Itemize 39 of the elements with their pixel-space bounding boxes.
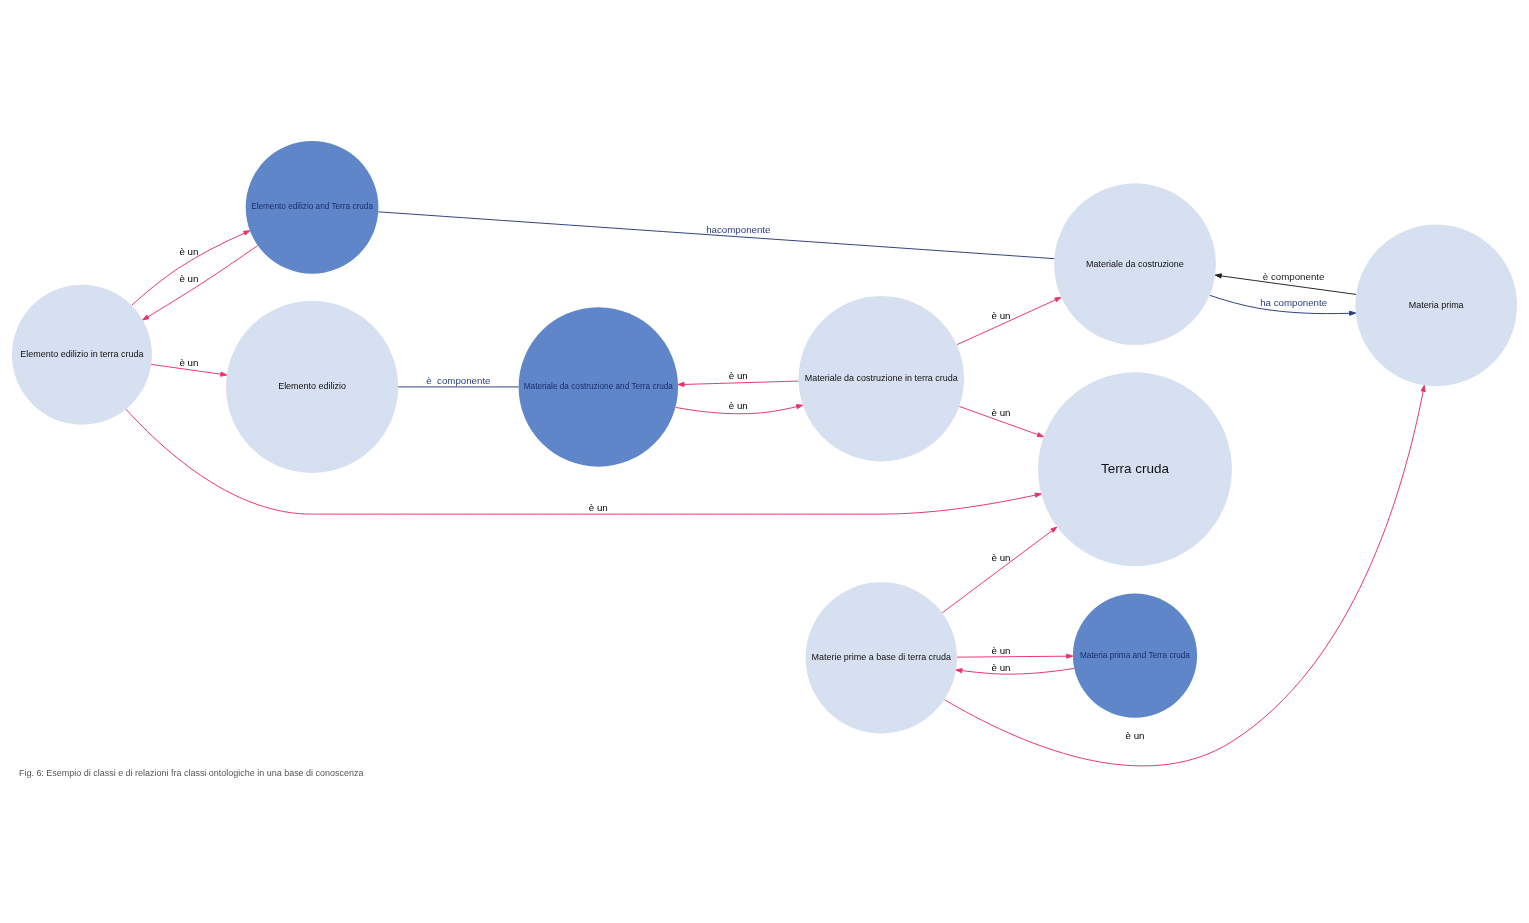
node-circle: Materiale da costruzione and Terra cruda	[518, 307, 679, 467]
edge-label: è un	[991, 551, 1011, 563]
edge-label: è un	[991, 310, 1011, 322]
edge-label: è un	[179, 246, 199, 258]
edge-label: è un	[728, 399, 748, 411]
arrow	[941, 526, 1058, 614]
edge-label: è un	[179, 273, 199, 285]
edge-label: ha componente	[1260, 296, 1328, 308]
arrow	[956, 296, 1062, 346]
edge-label: è componente	[426, 375, 491, 387]
edge-label: è un	[991, 644, 1011, 656]
edge-label: è componente	[1262, 271, 1325, 283]
edge-label: è un	[728, 369, 748, 381]
node-circle: Materiale da costruzione in terra cruda	[798, 295, 964, 462]
node-circle: Elemento edilizio	[226, 300, 399, 473]
edge-label: è un	[991, 661, 1011, 673]
arrow	[1214, 273, 1357, 295]
caption: Fig. 6: Esempio di classi e di relazioni fra classi ontologiche in una base di conoscenza	[18, 768, 364, 779]
arrow	[150, 363, 228, 377]
node-circle: Materie prime a base di terra cruda	[805, 582, 957, 734]
connector	[397, 386, 520, 388]
node-circle: Materia prima	[1355, 224, 1518, 387]
arrow	[955, 667, 1075, 675]
arrow	[958, 405, 1044, 438]
arrow	[675, 404, 804, 415]
arrow	[125, 408, 1042, 515]
edge-label: è un	[991, 406, 1011, 418]
edge-label: è un	[588, 502, 608, 514]
arrow	[956, 653, 1074, 659]
arrow	[944, 384, 1426, 767]
node-circle: Materia prima and Terra cruda	[1072, 593, 1198, 718]
edge-label: hacomponente	[706, 224, 771, 236]
arrow	[131, 230, 251, 306]
arrow	[142, 245, 259, 321]
connector	[377, 211, 1055, 260]
arrow	[1209, 294, 1357, 316]
edge-label: è un	[1125, 729, 1145, 741]
edge-label: è un	[179, 356, 199, 368]
arrow	[677, 380, 799, 387]
